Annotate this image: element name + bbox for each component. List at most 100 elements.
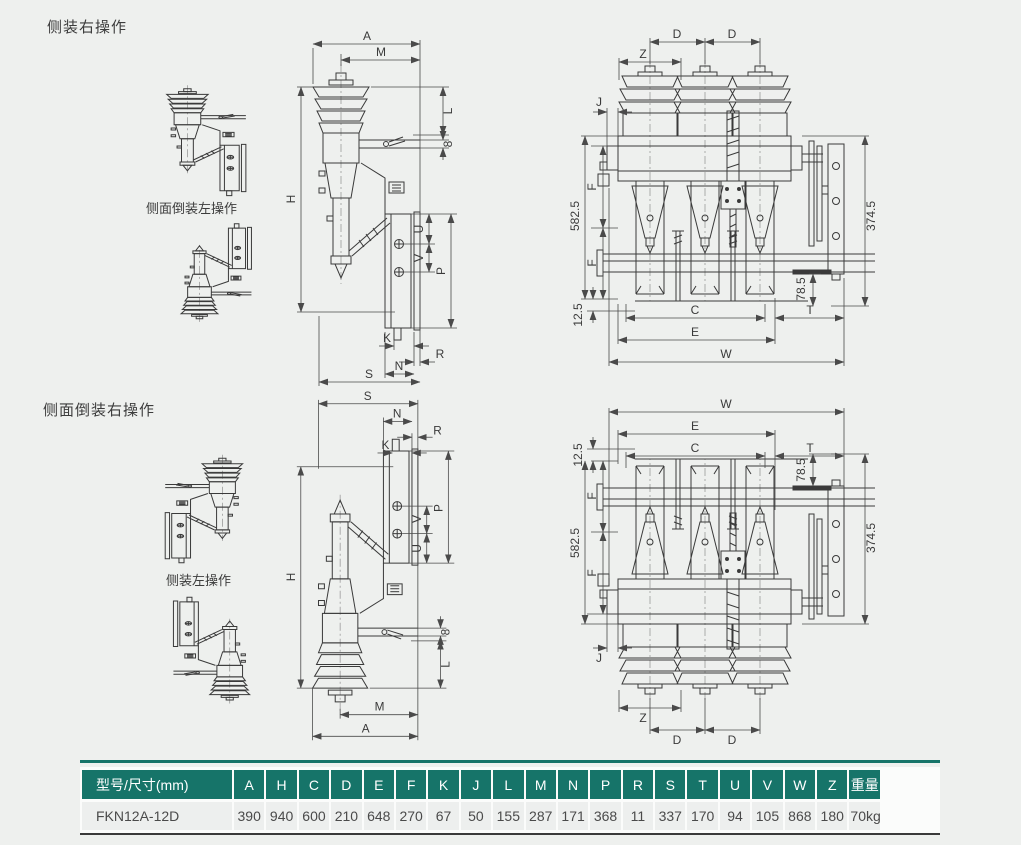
table-header-row: 型号/尺寸(mm) A H C D E F K J L M N P R S T … bbox=[82, 770, 938, 799]
dim-label-N: N bbox=[395, 359, 404, 373]
header-V: V bbox=[752, 770, 783, 799]
dim-label-S: S bbox=[365, 367, 373, 381]
table-accent-line bbox=[80, 760, 940, 763]
dim-label-374: 374.5 bbox=[864, 201, 878, 231]
dim-label-U: U bbox=[412, 225, 426, 234]
header-M: M bbox=[525, 770, 556, 799]
dim-label-D1: D bbox=[673, 733, 682, 747]
header-S: S bbox=[655, 770, 686, 799]
dim-label-8: 8 bbox=[438, 628, 452, 635]
cell-R: 11 bbox=[622, 802, 654, 830]
dim-label-8: 8 bbox=[441, 140, 455, 147]
section1-thumb-caption: 侧面倒装左操作 bbox=[146, 201, 238, 216]
dim-label-A: A bbox=[363, 29, 371, 43]
dim-label-M: M bbox=[376, 45, 386, 59]
machine-drawing bbox=[312, 438, 419, 712]
cell-Z: 180 bbox=[817, 802, 848, 830]
section2-thumb-caption: 侧装左操作 bbox=[166, 573, 232, 588]
diagram-side-view-2: S N R K H P V U 8 L M A bbox=[284, 389, 455, 741]
thumbnail-side-right bbox=[166, 84, 247, 196]
section1-title: 侧装右操作 bbox=[47, 19, 128, 36]
header-K: K bbox=[428, 770, 459, 799]
dim-label-K: K bbox=[381, 438, 389, 452]
header-weight: 重量 bbox=[849, 770, 880, 799]
cell-E: 648 bbox=[363, 802, 394, 830]
dim-label-V: V bbox=[410, 515, 424, 523]
dim-label-582: 582.5 bbox=[568, 528, 582, 558]
header-L: L bbox=[493, 770, 524, 799]
header-E: E bbox=[363, 770, 394, 799]
dim-label-374: 374.5 bbox=[864, 523, 878, 553]
diagram-side-view-1: A M L 8 H U V P K R N S bbox=[284, 29, 457, 386]
dim-label-U: U bbox=[410, 544, 424, 553]
header-F: F bbox=[395, 770, 427, 799]
cell-K: 67 bbox=[428, 802, 459, 830]
cell-model: FKN12A-12D bbox=[82, 802, 232, 830]
dim-label-H: H bbox=[284, 195, 298, 204]
dim-label-R: R bbox=[433, 423, 442, 437]
dim-label-T: T bbox=[806, 441, 814, 455]
dim-label-P: P bbox=[434, 267, 448, 275]
dim-label-Z: Z bbox=[639, 47, 646, 61]
cell-P: 368 bbox=[590, 802, 621, 830]
dim-label-12_5: 12.5 bbox=[571, 303, 585, 327]
dim-label-M: M bbox=[375, 700, 385, 714]
diagram-front-view-2: W E C T 78.5 12.5 F F 582.5 374.5 J Z D … bbox=[568, 397, 878, 747]
dim-label-S: S bbox=[364, 389, 372, 403]
header-N: N bbox=[557, 770, 589, 799]
header-A: A bbox=[234, 770, 265, 799]
header-Z: Z bbox=[817, 770, 848, 799]
dim-label-J: J bbox=[596, 651, 602, 665]
cell-F: 270 bbox=[395, 802, 427, 830]
dim-label-D2: D bbox=[728, 27, 737, 41]
dim-label-D2: D bbox=[728, 733, 737, 747]
section2-title: 侧面倒装右操作 bbox=[43, 402, 156, 419]
header-W: W bbox=[784, 770, 816, 799]
dim-label-J: J bbox=[596, 95, 602, 109]
dim-label-12_5: 12.5 bbox=[571, 443, 585, 467]
dim-label-P: P bbox=[431, 504, 445, 512]
thumbnail-inverted-left bbox=[180, 223, 252, 323]
dimension-table: 型号/尺寸(mm) A H C D E F K J L M N P R S T … bbox=[80, 760, 940, 835]
cell-J: 50 bbox=[460, 802, 492, 830]
header-U: U bbox=[719, 770, 751, 799]
header-P: P bbox=[590, 770, 621, 799]
cell-S: 337 bbox=[655, 802, 686, 830]
header-J: J bbox=[460, 770, 492, 799]
cell-N: 171 bbox=[557, 802, 589, 830]
machine-drawing bbox=[166, 84, 247, 196]
cell-C: 600 bbox=[298, 802, 330, 830]
dim-label-K: K bbox=[383, 331, 391, 345]
header-D: D bbox=[331, 770, 362, 799]
dim-label-W: W bbox=[720, 347, 732, 361]
header-C: C bbox=[298, 770, 330, 799]
dim-label-R: R bbox=[436, 347, 445, 361]
thumbnail-inverted-right bbox=[164, 454, 243, 564]
machine-drawing bbox=[180, 223, 252, 323]
dim-label-C: C bbox=[691, 441, 700, 455]
machine-drawing bbox=[173, 596, 251, 704]
cell-U: 94 bbox=[719, 802, 751, 830]
dim-label-F1: F bbox=[585, 183, 599, 190]
cell-T: 170 bbox=[687, 802, 718, 830]
header-H: H bbox=[266, 770, 297, 799]
dim-label-D1: D bbox=[673, 27, 682, 41]
spec-table: 型号/尺寸(mm) A H C D E F K J L M N P R S T … bbox=[80, 767, 940, 835]
cell-A: 390 bbox=[234, 802, 265, 830]
dim-label-78: 78.5 bbox=[794, 458, 808, 482]
cell-W: 868 bbox=[784, 802, 816, 830]
dim-label-582: 582.5 bbox=[568, 201, 582, 231]
dim-label-E: E bbox=[691, 419, 699, 433]
dim-label-F1: F bbox=[585, 569, 599, 576]
dim-label-C: C bbox=[691, 303, 700, 317]
machine-drawing bbox=[164, 454, 243, 564]
dim-label-F2: F bbox=[585, 259, 599, 266]
cell-V: 105 bbox=[752, 802, 783, 830]
dim-label-78: 78.5 bbox=[794, 277, 808, 301]
cell-D: 210 bbox=[331, 802, 362, 830]
dim-label-L: L bbox=[441, 107, 455, 114]
cell-weight: 70kg bbox=[849, 802, 881, 830]
header-model: 型号/尺寸(mm) bbox=[82, 770, 232, 799]
dim-label-E: E bbox=[691, 325, 699, 339]
